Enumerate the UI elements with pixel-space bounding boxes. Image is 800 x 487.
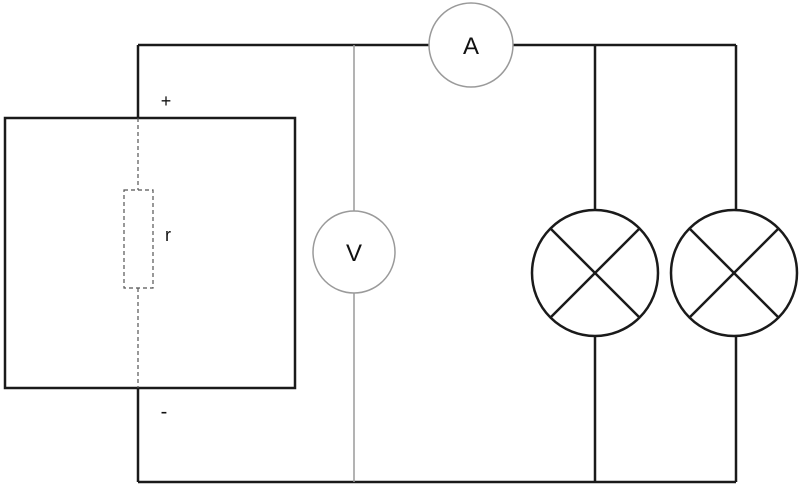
positive-terminal-label: + <box>161 91 172 111</box>
internal-resistor <box>123 189 154 289</box>
negative-terminal-label: - <box>161 401 168 423</box>
internal-resistance-label: r <box>165 225 171 245</box>
ammeter-label: A <box>463 33 479 60</box>
battery-box <box>3 116 297 390</box>
voltmeter <box>312 210 396 294</box>
lamp-2 <box>669 208 799 338</box>
lamp-1 <box>530 208 660 338</box>
ammeter <box>428 2 514 88</box>
voltmeter-label: V <box>346 240 362 267</box>
